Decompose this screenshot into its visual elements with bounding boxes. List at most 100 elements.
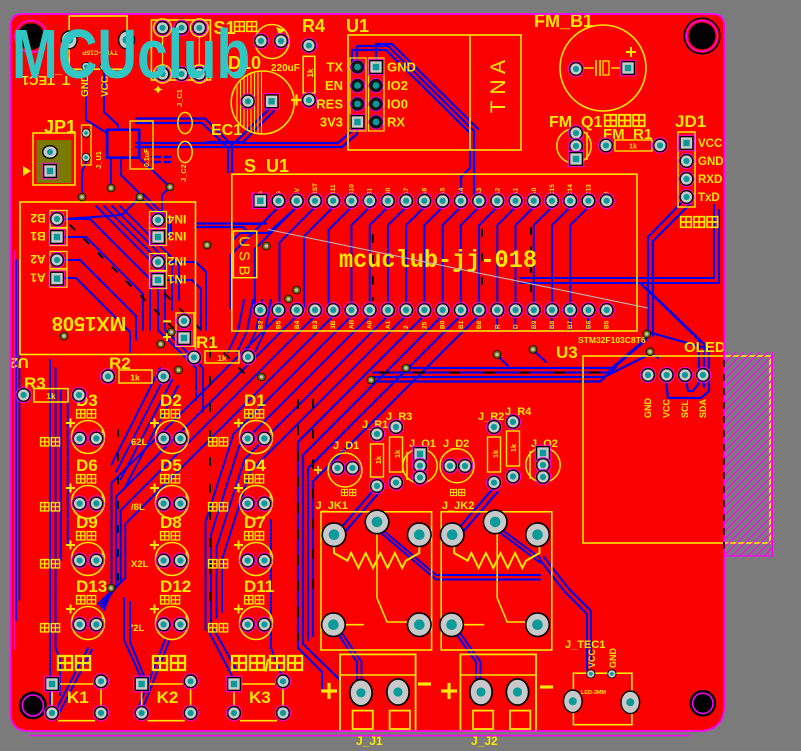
svg-text:B11: B11 bbox=[330, 184, 337, 196]
svg-text:D7: D7 bbox=[244, 513, 266, 532]
svg-text:LED-3MM: LED-3MM bbox=[581, 690, 606, 696]
svg-text:IN2: IN2 bbox=[167, 254, 186, 268]
svg-text:1k: 1k bbox=[393, 449, 402, 458]
svg-text:J_U1: J_U1 bbox=[94, 151, 103, 169]
svg-text:FM_B1: FM_B1 bbox=[534, 11, 593, 31]
svg-text:U3: U3 bbox=[556, 343, 578, 362]
svg-text:T: T bbox=[487, 100, 510, 113]
svg-text:J_C1: J_C1 bbox=[175, 89, 184, 107]
svg-text:J_J1: J_J1 bbox=[356, 734, 383, 748]
svg-text:EN: EN bbox=[325, 78, 343, 93]
svg-text:VCC: VCC bbox=[662, 398, 672, 418]
svg-text:B1: B1 bbox=[30, 229, 46, 243]
svg-text:S1: S1 bbox=[214, 18, 236, 38]
svg-text:JD1: JD1 bbox=[675, 112, 706, 131]
svg-text:A0: A0 bbox=[367, 320, 374, 329]
svg-text:A7: A7 bbox=[403, 187, 410, 196]
svg-text:K2: K2 bbox=[157, 688, 179, 707]
svg-text:1k: 1k bbox=[374, 455, 383, 464]
svg-text:MX1508: MX1508 bbox=[52, 312, 127, 334]
svg-text:'2L: '2L bbox=[131, 623, 145, 634]
svg-text:J_D2: J_D2 bbox=[443, 438, 469, 450]
svg-text:J_J2: J_J2 bbox=[471, 734, 498, 748]
svg-text:3V: 3V bbox=[294, 187, 301, 196]
svg-text:OLED: OLED bbox=[684, 339, 726, 356]
svg-text:D12: D12 bbox=[160, 577, 191, 596]
svg-text:IN1: IN1 bbox=[167, 272, 186, 286]
svg-text:RXD: RXD bbox=[698, 174, 722, 186]
svg-text:GND: GND bbox=[698, 156, 724, 168]
svg-text:VCC: VCC bbox=[100, 76, 111, 97]
svg-text:3B: 3B bbox=[330, 320, 337, 329]
svg-text:B0: B0 bbox=[440, 320, 447, 329]
svg-text:FM_Q1: FM_Q1 bbox=[549, 114, 602, 131]
svg-text:B6: B6 bbox=[585, 320, 592, 329]
svg-text:B2: B2 bbox=[257, 320, 264, 329]
svg-text:25: 25 bbox=[421, 321, 428, 329]
svg-text:IO2: IO2 bbox=[387, 78, 408, 93]
svg-text:B: B bbox=[236, 265, 253, 275]
svg-text:1k: 1k bbox=[509, 443, 518, 452]
svg-text:B9: B9 bbox=[531, 320, 538, 329]
svg-text:D4: D4 bbox=[244, 456, 266, 475]
svg-text:B8: B8 bbox=[476, 320, 483, 329]
svg-text:B1: B1 bbox=[367, 187, 374, 196]
svg-text:B4: B4 bbox=[294, 320, 301, 329]
svg-text:STM32F103C8T6: STM32F103C8T6 bbox=[578, 335, 646, 345]
svg-text:A0: A0 bbox=[531, 187, 538, 196]
svg-text:1k: 1k bbox=[130, 373, 140, 383]
svg-text:J_TEC1: J_TEC1 bbox=[565, 639, 605, 651]
svg-text:R2: R2 bbox=[109, 354, 131, 373]
svg-text:62L: 62L bbox=[131, 437, 148, 448]
svg-text:A2: A2 bbox=[30, 252, 46, 266]
svg-text:S_U1: S_U1 bbox=[244, 156, 289, 176]
svg-text:R1: R1 bbox=[196, 333, 218, 352]
svg-text:U: U bbox=[236, 236, 253, 247]
svg-text:D: D bbox=[513, 324, 520, 329]
svg-text:J_R4: J_R4 bbox=[505, 406, 532, 418]
svg-text:J_JK1: J_JK1 bbox=[316, 500, 348, 512]
svg-text:D13: D13 bbox=[76, 577, 107, 596]
svg-text:G: G bbox=[257, 191, 264, 196]
svg-text:VCC: VCC bbox=[698, 138, 722, 150]
svg-text:J_C2: J_C2 bbox=[179, 164, 188, 182]
svg-text:TYPE-C16P: TYPE-C16P bbox=[82, 49, 118, 56]
svg-text:1k: 1k bbox=[46, 391, 56, 401]
svg-text:3V3: 3V3 bbox=[320, 115, 343, 130]
svg-text:0.1uF: 0.1uF bbox=[144, 148, 151, 167]
svg-text:SCL: SCL bbox=[680, 399, 690, 418]
svg-text:D11: D11 bbox=[244, 577, 274, 596]
svg-text:220uF: 220uF bbox=[271, 63, 300, 74]
svg-text:IO0: IO0 bbox=[387, 97, 408, 112]
svg-text:J_JK2: J_JK2 bbox=[442, 500, 474, 512]
svg-text:C14: C14 bbox=[567, 184, 574, 196]
svg-text:A3: A3 bbox=[476, 187, 483, 196]
svg-text:1k: 1k bbox=[217, 353, 227, 363]
svg-text:D8: D8 bbox=[160, 513, 182, 532]
svg-text:B3: B3 bbox=[312, 320, 319, 329]
svg-text:B0: B0 bbox=[385, 187, 392, 196]
svg-text:U2: U2 bbox=[9, 354, 28, 371]
svg-text:J_D1: J_D1 bbox=[333, 440, 359, 452]
svg-text:EC1: EC1 bbox=[211, 122, 242, 139]
svg-text:TxD: TxD bbox=[698, 192, 720, 204]
svg-text:MCUclub: MCUclub bbox=[12, 15, 250, 93]
svg-text:/8L: /8L bbox=[131, 502, 145, 513]
svg-text:C15: C15 bbox=[549, 184, 556, 196]
svg-text:B1: B1 bbox=[458, 320, 465, 329]
svg-text:R4: R4 bbox=[302, 16, 325, 36]
svg-text:C13: C13 bbox=[585, 184, 592, 196]
svg-text:IN4: IN4 bbox=[167, 212, 186, 226]
svg-text:2: 2 bbox=[403, 325, 410, 329]
svg-text:RES: RES bbox=[316, 97, 343, 112]
svg-text:D10: D10 bbox=[228, 53, 261, 73]
svg-text:A6: A6 bbox=[421, 187, 428, 196]
svg-text:GND: GND bbox=[643, 398, 653, 419]
svg-text:IN3: IN3 bbox=[167, 229, 186, 243]
svg-text:A4: A4 bbox=[458, 187, 465, 196]
svg-text:N: N bbox=[487, 79, 510, 94]
svg-text:TX: TX bbox=[326, 60, 343, 75]
svg-text:RX: RX bbox=[387, 115, 405, 130]
svg-text:SDA: SDA bbox=[698, 398, 708, 418]
svg-text:A5: A5 bbox=[440, 187, 447, 196]
